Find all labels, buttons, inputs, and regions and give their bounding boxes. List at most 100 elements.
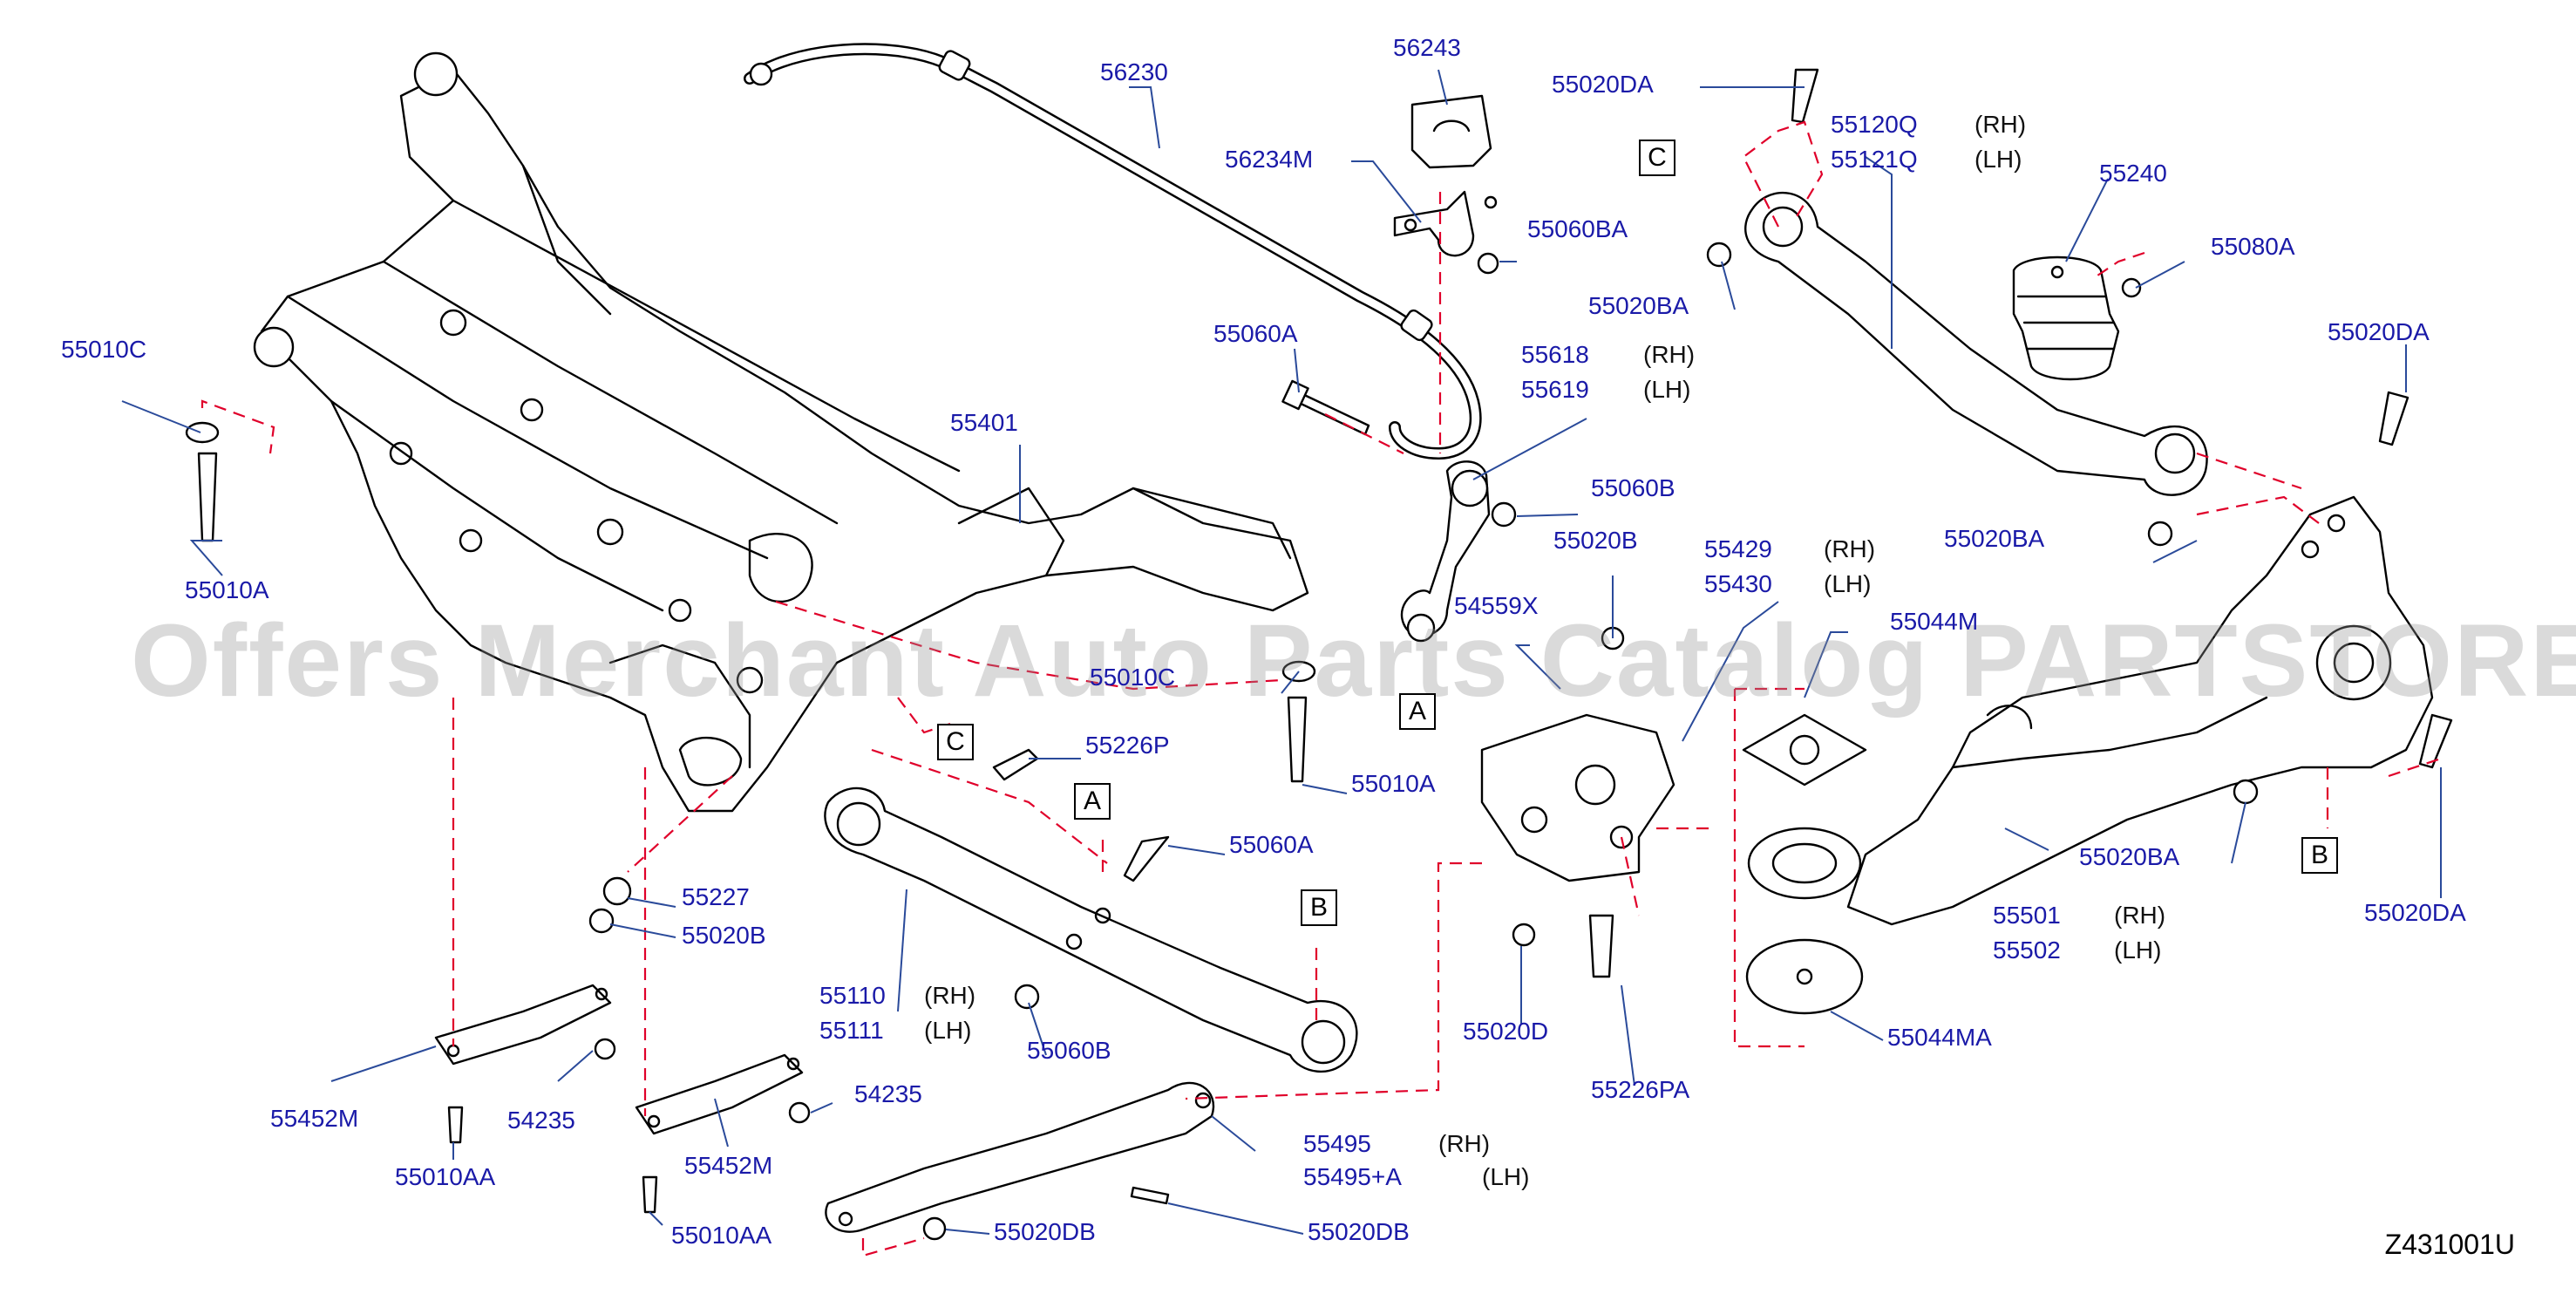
spring-seat-upper[interactable] xyxy=(1742,713,1867,787)
part-label-55618[interactable]: 55618 xyxy=(1521,341,1589,368)
nut-55020B-low[interactable] xyxy=(588,908,615,934)
nut-54235-right[interactable] xyxy=(788,1101,811,1124)
part-label-55502[interactable]: 55502 xyxy=(1993,936,2061,964)
bolt-55010A-mid[interactable] xyxy=(1287,696,1308,783)
part-label-55010C-left[interactable]: 55010C xyxy=(61,336,147,363)
nut-55020BA-mid[interactable] xyxy=(2147,521,2173,547)
part-label-55044MA[interactable]: 55044MA xyxy=(1887,1024,1992,1051)
part-label-55226PA[interactable]: 55226PA xyxy=(1591,1076,1690,1103)
diagram-code: Z431001U xyxy=(2384,1229,2515,1260)
part-label-55452M-right[interactable]: 55452M xyxy=(684,1152,773,1179)
part-label-55430[interactable]: 55430 xyxy=(1704,570,1772,597)
assembly-guide-lines xyxy=(201,120,2442,1257)
nut-55060B-top[interactable] xyxy=(1491,501,1517,528)
part-label-55044M[interactable]: 55044M xyxy=(1890,608,1979,635)
part-label-55020D[interactable]: 55020D xyxy=(1463,1018,1549,1045)
part-label-54235-left[interactable]: 54235 xyxy=(507,1107,575,1134)
upper-link-arm[interactable] xyxy=(1744,191,2208,496)
part-label-54235-right[interactable]: 54235 xyxy=(854,1080,922,1107)
part-label-55121Q[interactable]: 55121Q xyxy=(1831,146,1918,173)
bolt-55010A-left[interactable] xyxy=(197,452,218,542)
part-label-55020DA-low[interactable]: 55020DA xyxy=(2364,899,2466,926)
ref-marker-a-top: A xyxy=(1399,693,1436,730)
part-label-55110[interactable]: 55110 xyxy=(819,982,886,1009)
part-label-55020DA-right[interactable]: 55020DA xyxy=(2328,318,2430,345)
part-label-55429[interactable]: 55429 xyxy=(1704,535,1772,562)
part-label-55501[interactable]: 55501 xyxy=(1993,902,2061,929)
part-label-55010AA-right[interactable]: 55010AA xyxy=(671,1222,772,1249)
bolt-55010AA-left[interactable] xyxy=(447,1106,464,1144)
part-label-55240[interactable]: 55240 xyxy=(2099,160,2167,187)
part-label-55226P[interactable]: 55226P xyxy=(1085,732,1170,759)
side-label-lh-55495A: (LH) xyxy=(1482,1163,1530,1190)
rear-subframe[interactable] xyxy=(253,51,1309,813)
stabilizer-link[interactable] xyxy=(1400,460,1491,643)
part-label-55227[interactable]: 55227 xyxy=(682,883,750,910)
part-label-55120Q[interactable]: 55120Q xyxy=(1831,111,1918,138)
bolt-55020DA-low[interactable] xyxy=(2418,713,2453,769)
part-label-55495[interactable]: 55495 xyxy=(1303,1130,1371,1157)
part-label-55111[interactable]: 55111 xyxy=(819,1017,884,1044)
spring-insulator[interactable] xyxy=(1747,827,1862,900)
bracket-55452M-right[interactable] xyxy=(635,1053,804,1135)
bolt-55060A-top[interactable] xyxy=(1281,379,1370,436)
stabilizer-bushing[interactable] xyxy=(1410,94,1492,169)
stabilizer-clamp[interactable] xyxy=(1393,190,1498,257)
part-label-55020BA-top[interactable]: 55020BA xyxy=(1588,292,1689,319)
bolt-55010AA-right[interactable] xyxy=(642,1175,658,1214)
lower-arm[interactable] xyxy=(824,787,1358,1073)
washer-55227[interactable] xyxy=(602,876,632,906)
part-label-54559X[interactable]: 54559X xyxy=(1454,592,1539,619)
part-label-55010A-left[interactable]: 55010A xyxy=(185,576,269,603)
part-label-55020BA-low[interactable]: 55020BA xyxy=(2079,843,2180,870)
part-label-55020DB-right[interactable]: 55020DB xyxy=(1308,1218,1410,1245)
part-label-55401[interactable]: 55401 xyxy=(950,409,1018,436)
bolt-55020DB-right[interactable] xyxy=(1130,1186,1170,1205)
part-label-55020DA-top[interactable]: 55020DA xyxy=(1552,71,1654,98)
nut-55060BA[interactable] xyxy=(1477,252,1499,275)
ref-marker-b-left: B xyxy=(1301,889,1337,926)
part-label-55020B-low[interactable]: 55020B xyxy=(682,922,766,949)
nut-55020BA-top[interactable] xyxy=(1706,242,1732,268)
bolt-55226P[interactable] xyxy=(992,748,1039,781)
side-label-lh-55619: (LH) xyxy=(1643,376,1691,403)
part-label-55020B-mid[interactable]: 55020B xyxy=(1553,527,1638,554)
nut-54235-left[interactable] xyxy=(594,1038,616,1060)
part-label-56243[interactable]: 56243 xyxy=(1393,34,1461,61)
part-label-55060A-mid[interactable]: 55060A xyxy=(1229,831,1314,858)
bolt-55020DA-top[interactable] xyxy=(1791,68,1819,124)
part-label-55020BA-mid[interactable]: 55020BA xyxy=(1944,525,2045,552)
side-label-rh-55429: (RH) xyxy=(1824,535,1876,562)
rear-knuckle-axle[interactable] xyxy=(1846,495,2434,926)
part-label-56230[interactable]: 56230 xyxy=(1100,58,1168,85)
part-label-55010C-mid[interactable]: 55010C xyxy=(1090,664,1176,691)
nut-55020DB-left[interactable] xyxy=(922,1216,947,1241)
bracket-55452M-left[interactable] xyxy=(434,984,612,1066)
part-label-55495A[interactable]: 55495+A xyxy=(1303,1163,1402,1190)
part-label-56234M[interactable]: 56234M xyxy=(1225,146,1314,173)
bolt-55226PA[interactable] xyxy=(1588,914,1614,978)
nut-55020BA-low[interactable] xyxy=(2233,779,2259,805)
part-label-55010A-mid[interactable]: 55010A xyxy=(1351,770,1436,797)
nut-55020D[interactable] xyxy=(1512,923,1536,947)
part-label-55060B-low[interactable]: 55060B xyxy=(1027,1037,1111,1064)
part-label-55452M-left[interactable]: 55452M xyxy=(270,1105,359,1132)
bolt-55020DA-right[interactable] xyxy=(2378,391,2409,446)
part-label-55020DB-left[interactable]: 55020DB xyxy=(994,1218,1096,1245)
spring-seat-lower[interactable] xyxy=(1745,938,1864,1015)
part-label-55060BA[interactable]: 55060BA xyxy=(1527,215,1628,242)
side-label-rh-55501: (RH) xyxy=(2114,902,2166,929)
part-label-55619[interactable]: 55619 xyxy=(1521,376,1589,403)
stabilizer-bar[interactable] xyxy=(744,43,1482,460)
washer-55010C-left[interactable] xyxy=(185,421,220,444)
part-label-55080A[interactable]: 55080A xyxy=(2211,233,2295,260)
part-label-55010AA-left[interactable]: 55010AA xyxy=(395,1163,496,1190)
part-label-55060B-top[interactable]: 55060B xyxy=(1591,474,1675,501)
nut-55060B-low[interactable] xyxy=(1014,984,1040,1010)
side-label-lh-55111: (LH) xyxy=(924,1017,972,1044)
part-label-55060A-top[interactable]: 55060A xyxy=(1213,320,1298,347)
bolt-55060A-mid[interactable] xyxy=(1123,835,1170,882)
lower-link-bracket[interactable] xyxy=(1480,713,1675,882)
bump-stopper[interactable] xyxy=(2012,255,2120,381)
screw-55080A[interactable] xyxy=(2121,277,2142,298)
